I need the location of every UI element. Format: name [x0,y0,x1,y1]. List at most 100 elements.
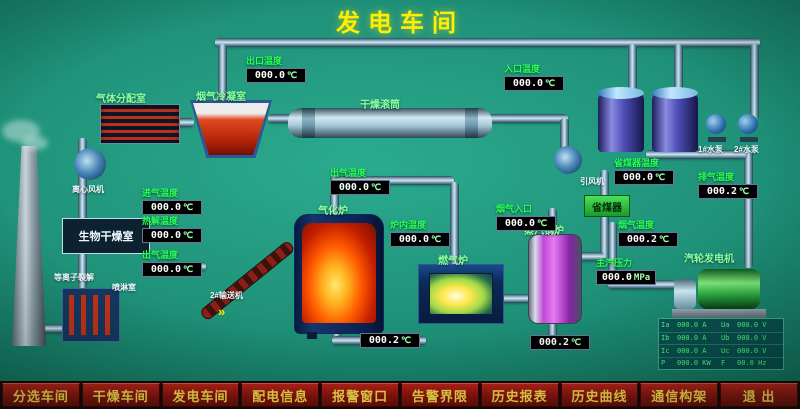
readout-value: 000.0 [150,202,181,213]
readout-label: 主汽压力 [596,258,633,268]
turbine-generator [672,264,766,318]
readout-value: 000.0 [512,78,543,89]
generator-data-row: Ib 000.0 A Ub 000.0 V [659,331,783,345]
readout-unit: ℃ [571,338,582,348]
menu-button-communication[interactable]: 通信构架 [640,383,719,407]
readout-gasifier-outlet-temp: 000.2℃ [360,332,420,348]
readout-unit: ℃ [537,219,548,229]
readout-display: 000.2℃ [698,184,758,199]
readout-pyrolysis-temp: 热解温度 000.0℃ [142,214,202,243]
pipe [500,294,530,303]
readout-display: 000.2℃ [530,335,590,350]
gas-distribution-unit [100,104,180,144]
pump-base [708,137,726,142]
param-value: 000.0 V [737,334,767,343]
readout-unit: ℃ [371,183,382,193]
flow-arrow-icon: » [218,304,226,319]
pipe [40,324,66,333]
readout-display: 000.0℃ [614,170,674,185]
readout-display: 000.0℃ [390,232,450,247]
gas-furnace-unit [418,264,504,324]
pump2-label: 2#水泵 [734,145,759,154]
readout-unit: ℃ [183,203,194,213]
readout-display: 000.0℃ [142,200,202,215]
readout-boiler-outlet-temp: 000.2℃ [530,334,590,350]
readout-display: 000.0℃ [142,228,202,243]
readout-fluegas-inlet-temp: 烟气入口 000.0℃ [496,202,556,231]
drum-band [302,108,315,138]
pipe [268,114,292,123]
readout-unit: ℃ [431,235,442,245]
readout-label: 出气温度 [330,168,367,178]
page-title: 发电车间 [336,10,464,37]
readout-label: 烟气温度 [618,220,655,230]
plasma-cracking-label: 等离子裂解 [54,273,94,282]
readout-label: 进气温度 [142,188,179,198]
readout-unit: MPa [633,273,651,283]
menu-button-exit[interactable]: 退 出 [720,383,798,407]
readout-unit: ℃ [545,79,556,89]
pump-body [738,114,758,134]
readout-unit: ℃ [287,71,298,81]
generator-base [672,309,766,318]
menu-button-alarm-limits[interactable]: 告警界限 [400,383,479,407]
drying-drum [288,108,492,138]
readout-economizer-temp: 省煤器温度 000.0℃ [614,156,674,185]
menu-button-alarm-window[interactable]: 报警窗口 [321,383,399,407]
menu-button-history-curve[interactable]: 历史曲线 [560,383,639,407]
readout-unit: ℃ [659,235,670,245]
readout-inlet-temp: 入口温度 000.0℃ [504,62,564,91]
param-label: P [661,359,666,368]
readout-display: 000.0℃ [330,180,390,195]
param-label: Ic [661,346,670,355]
readout-label: 入口温度 [504,64,541,74]
generator-data-panel: Ia 000.0 A Ua 000.0 V Ib 000.0 A Ub 000.… [658,318,784,370]
param-label: F [721,359,726,368]
pump-body [706,114,726,134]
pipe [215,38,760,47]
param-label: Ub [721,334,730,343]
pipe [600,170,609,198]
gasifier-vessel [294,214,384,339]
steam-boiler-vessel [528,234,582,324]
water-pump-2 [738,114,760,142]
storage-tank-2 [652,87,698,152]
smoke-plume [22,136,48,150]
readout-display: 000.0℃ [496,216,556,231]
pipe [78,250,87,290]
readout-value: 000.0 [338,182,369,193]
param-value: 000.0 V [737,346,767,355]
param-value: 000.0 KW [677,359,711,368]
readout-fluegas-temp: 烟气温度 000.2℃ [618,218,678,247]
tank-top [598,87,644,99]
menu-button-drying-workshop[interactable]: 干燥车间 [81,383,160,407]
readout-unit: ℃ [401,336,412,346]
pipe [608,222,617,286]
readout-unit: ℃ [183,265,194,275]
induced-fan-label: 引风机 [580,177,604,186]
readout-value: 000.0 [504,218,535,229]
readout-value: 000.0 [150,264,181,275]
pipe [628,44,637,96]
param-label: Ua [721,321,730,330]
menu-button-distribution-info[interactable]: 配电信息 [241,383,320,407]
gas-furnace-label: 燃气炉 [438,256,468,267]
turbine-cylinder [674,279,696,309]
storage-tank-1 [598,87,644,152]
pipe [744,150,753,268]
menu-button-power-workshop[interactable]: 发电车间 [161,383,240,407]
readout-intake-temp: 进气温度 000.0℃ [142,186,202,215]
centrifugal-fan-label: 离心风机 [72,185,104,194]
readout-outgas-temp-left: 出气温度 000.0℃ [142,248,202,277]
pipe [548,318,557,342]
pipe [330,176,339,218]
menu-button-sorting-workshop[interactable]: 分选车间 [2,383,80,407]
conveyor-label: 2#输送机 [210,291,243,300]
param-value: 00.0 Hz [737,359,767,368]
menu-button-history-report[interactable]: 历史报表 [480,383,559,407]
readout-value: 000.0 [254,70,285,81]
param-label: Ia [661,321,670,330]
pump1-label: 1#水泵 [698,145,723,154]
smoke-plume [2,120,40,142]
